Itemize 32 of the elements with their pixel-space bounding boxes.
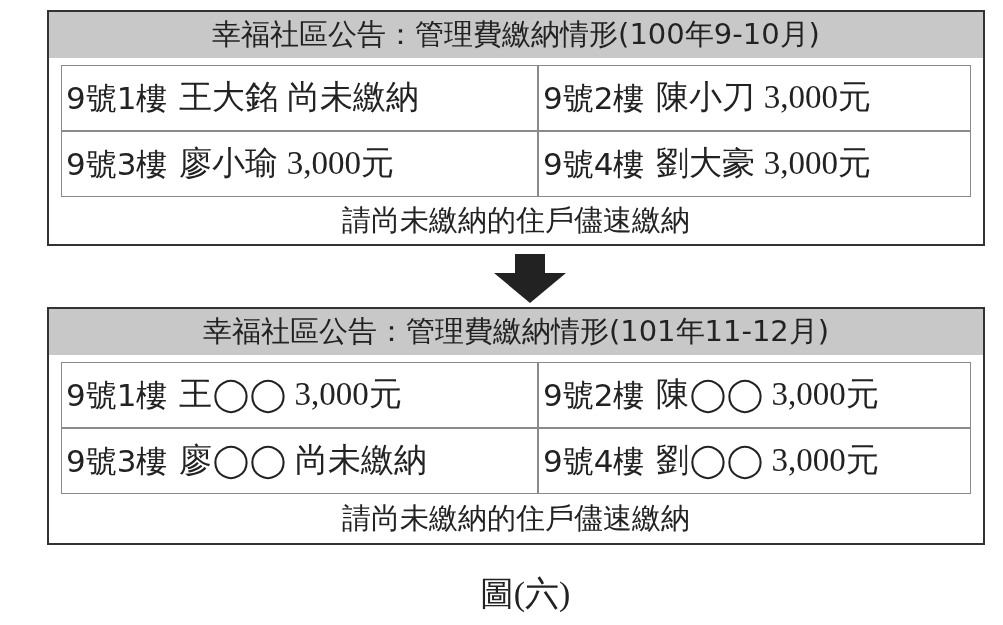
table-cell [61,131,538,197]
unit-label: 9號3樓 [66,441,168,481]
payment-status: 廖◯◯ 尚未繳納 [179,441,427,482]
unit-label: 9號4樓 [543,441,645,481]
down-arrow [494,254,566,303]
payment-status: 劉◯◯ 3,000元 [656,441,879,482]
table-cell [538,362,971,428]
table-cell [61,362,538,428]
table-cell [61,65,538,131]
payment-status: 王大銘 尚未繳納 [179,78,419,118]
table-cell [538,428,971,494]
table-cell [61,428,538,494]
notice-heading: 幸福社區公告：管理費繳納情形(100年9-10月) [49,12,983,58]
notice-heading: 幸福社區公告：管理費繳納情形(101年11-12月) [49,309,983,355]
unit-label: 9號2樓 [543,375,645,415]
figure-caption: 圖(六) [478,574,572,614]
table-cell [538,65,971,131]
payment-status: 陳◯◯ 3,000元 [656,375,879,416]
notice-board [47,307,985,545]
unit-label: 9號3樓 [66,144,168,184]
payment-status: 劉大豪 3,000元 [656,144,871,184]
unit-label: 9號2樓 [543,78,645,118]
table-cell [538,131,971,197]
notice-board [47,10,985,246]
notice-footer: 請尚未繳納的住戶儘速繳納 [342,198,690,243]
unit-label: 9號4樓 [543,144,645,184]
payment-status: 陳小刀 3,000元 [656,78,871,118]
payment-status: 廖小瑜 3,000元 [179,144,394,184]
unit-label: 9號1樓 [66,375,168,415]
unit-label: 9號1樓 [66,78,168,118]
notice-footer: 請尚未繳納的住戶儘速繳納 [342,496,690,541]
payment-status: 王◯◯ 3,000元 [179,375,402,416]
